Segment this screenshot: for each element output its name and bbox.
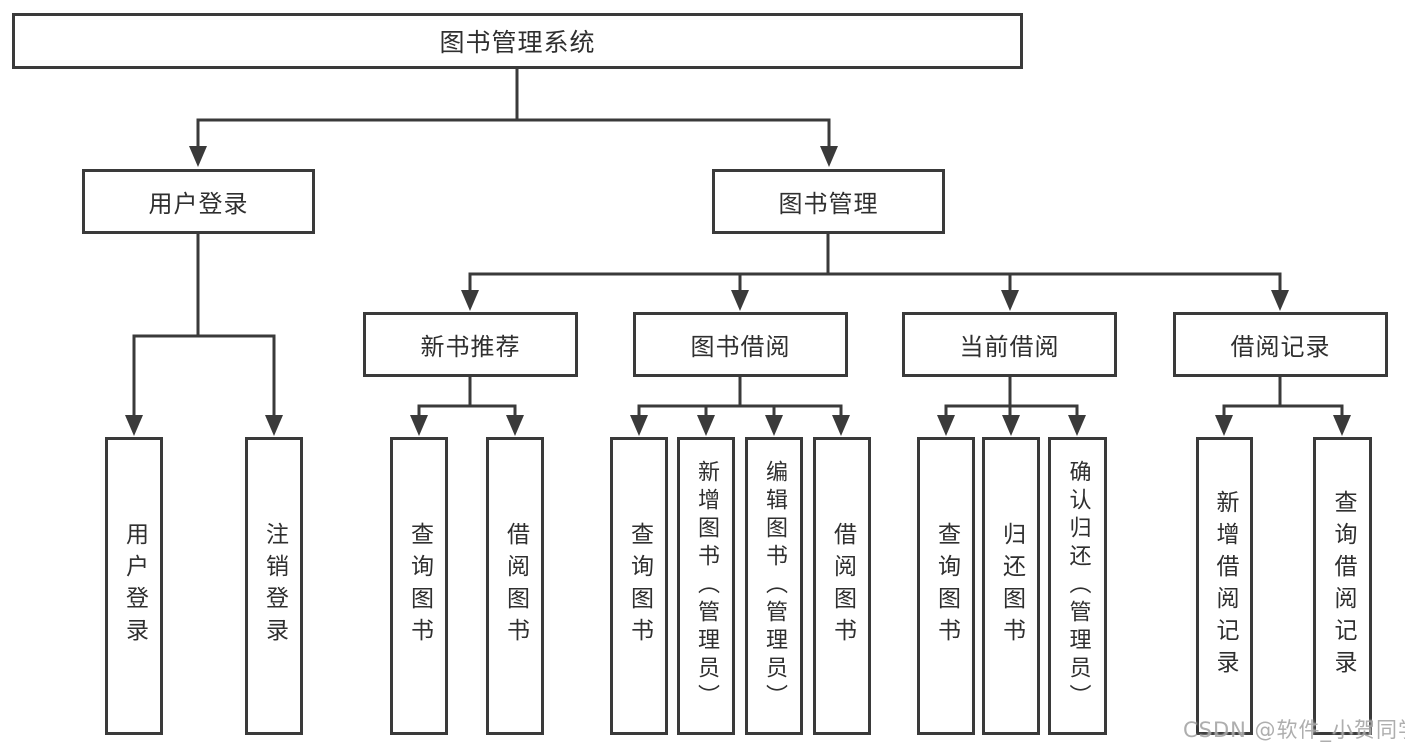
leaf-user-login: 用户登录 [105, 437, 163, 735]
connector [1222, 377, 1344, 421]
arrow-down-icon [125, 415, 143, 436]
leaf-query-books-current: 查询图书 [917, 437, 975, 735]
connector [944, 377, 1079, 421]
csdn-watermark: CSDN @软件_小贺同学 [1183, 718, 1405, 742]
arrow-down-icon [1001, 290, 1019, 311]
arrow-down-icon [1215, 415, 1233, 436]
node-current-borrowing: 当前借阅 [902, 312, 1117, 377]
node-new-book-recommend: 新书推荐 [363, 312, 578, 377]
arrow-down-icon [461, 290, 479, 311]
arrow-down-icon [265, 415, 283, 436]
node-book-management: 图书管理 [712, 169, 945, 234]
leaf-add-book-admin: 新增图书（管理员） [677, 437, 735, 735]
arrow-down-icon [731, 290, 749, 311]
connector [468, 233, 1282, 296]
node-user-login: 用户登录 [82, 169, 315, 234]
connector [637, 377, 843, 421]
arrow-down-icon [1333, 415, 1351, 436]
arrow-down-icon [189, 146, 207, 167]
arrow-down-icon [697, 415, 715, 436]
arrow-down-icon [1002, 415, 1020, 436]
leaf-query-borrow-record: 查询借阅记录 [1313, 437, 1372, 735]
arrow-down-icon [630, 415, 648, 436]
node-borrowing-records: 借阅记录 [1173, 312, 1388, 377]
leaf-query-books-borrowing: 查询图书 [610, 437, 668, 735]
leaf-borrow-books-recommend: 借阅图书 [486, 437, 544, 735]
leaf-return-books: 归还图书 [982, 437, 1040, 735]
arrow-down-icon [937, 415, 955, 436]
leaf-edit-book-admin: 编辑图书（管理员） [745, 437, 803, 735]
arrow-down-icon [820, 146, 838, 167]
branch-lines [132, 69, 1344, 421]
arrowheads [125, 146, 1351, 436]
arrow-down-icon [1271, 290, 1289, 311]
leaf-add-borrow-record: 新增借阅记录 [1196, 437, 1253, 735]
arrow-down-icon [832, 415, 850, 436]
arrow-down-icon [765, 415, 783, 436]
arrow-down-icon [410, 415, 428, 436]
leaf-borrow-books: 借阅图书 [813, 437, 871, 735]
leaf-query-books-recommend: 查询图书 [390, 437, 448, 735]
leaf-confirm-return-admin: 确认归还（管理员） [1048, 437, 1107, 735]
node-root-system: 图书管理系统 [12, 13, 1023, 69]
node-book-borrowing: 图书借阅 [633, 312, 848, 377]
leaf-logout: 注销登录 [245, 437, 303, 735]
connector [132, 233, 276, 421]
arrow-down-icon [1068, 415, 1086, 436]
connector [196, 69, 831, 152]
arrow-down-icon [506, 415, 524, 436]
connector [417, 377, 517, 421]
